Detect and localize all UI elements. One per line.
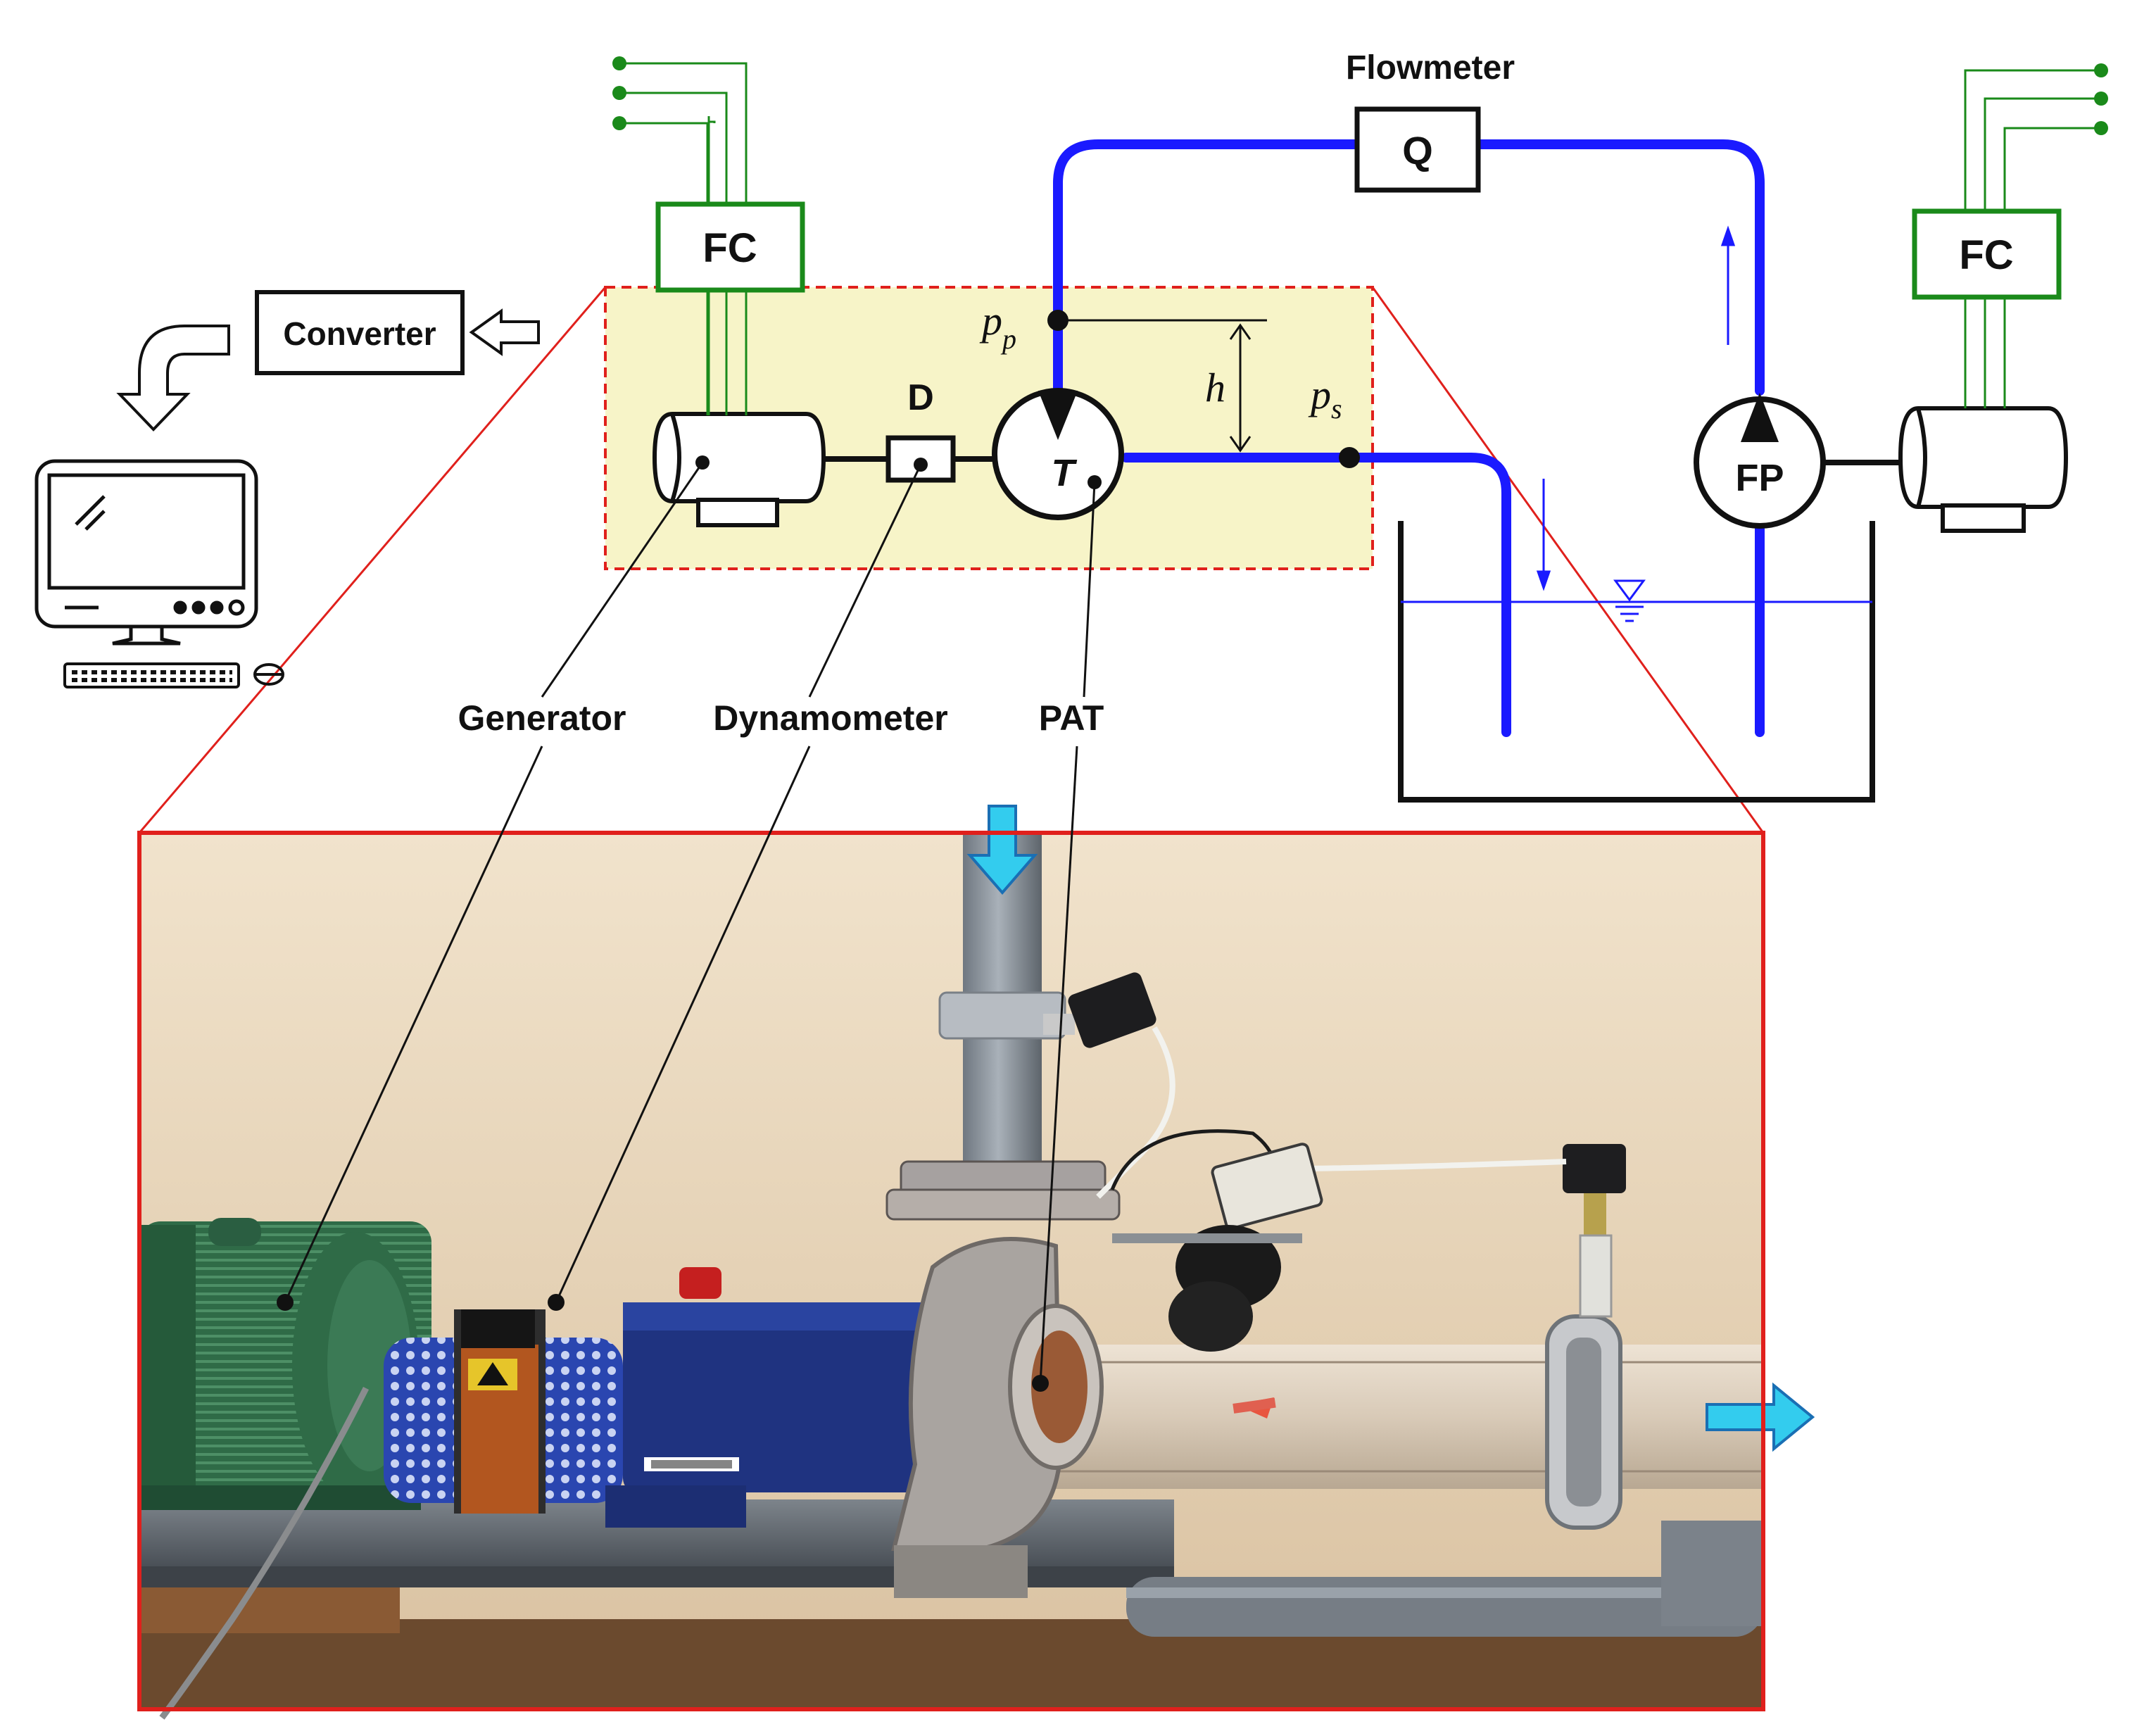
water-surface-symbol — [1613, 579, 1646, 622]
generator-cable — [159, 1386, 370, 1720]
converter-box — [255, 290, 465, 375]
fc-right-wires — [1964, 69, 2098, 408]
fc-left-signal-lines — [707, 116, 716, 415]
generator-symbol — [652, 412, 826, 527]
test-rig-photo — [139, 805, 1815, 1720]
head-label: h — [1205, 365, 1225, 410]
pipe-network — [1053, 139, 1765, 737]
inlet-pressure-sensor — [1043, 972, 1175, 1199]
photo-inlet-flow-arrow — [966, 805, 1038, 895]
feed-pump-triangle — [1741, 393, 1779, 442]
converter-input-arrow — [469, 308, 540, 356]
fc-left-box — [655, 201, 805, 293]
outlet-pressure-sensor — [1287, 1144, 1626, 1318]
mouse-icon — [253, 663, 284, 686]
pat-volute-photo — [891, 1237, 1104, 1598]
turbine-inlet-triangle — [1038, 391, 1078, 440]
photo-frame — [137, 831, 1765, 1711]
flowmeter-box — [1354, 106, 1481, 193]
fc-right-box — [1912, 208, 2062, 300]
pump-motor-photo — [605, 1267, 933, 1528]
fc-right-label: FC — [1959, 232, 2013, 278]
flowmeter-label: Flowmeter — [1346, 49, 1515, 87]
zoom-line-left — [138, 287, 607, 834]
photo-outlet-flow-arrow — [1706, 1382, 1815, 1452]
fc-left-wires — [619, 62, 748, 415]
fc-left-terminals — [612, 56, 626, 130]
leader-lines — [284, 462, 1096, 1384]
head-dimension-arrow — [1229, 323, 1252, 453]
converter-output-arrow — [116, 325, 230, 432]
dynamometer-label: Dynamometer — [713, 698, 947, 738]
turbine-label: T — [1052, 452, 1078, 494]
keyboard-icon — [63, 662, 240, 688]
flow-direction-arrows — [1536, 225, 1736, 591]
zoom-line-right — [1371, 287, 1765, 834]
fc-right-terminals — [2094, 63, 2108, 135]
flowmeter-symbol: Q — [1402, 128, 1433, 172]
leader-dots — [277, 455, 1102, 1392]
water-tank — [1398, 521, 1875, 803]
generator-label: Generator — [458, 698, 626, 738]
feed-pump-label: FP — [1735, 457, 1784, 499]
pressure-tap-outlet — [1339, 447, 1360, 468]
dynamometer-symbol: D — [907, 377, 934, 418]
desktop-computer-icon — [34, 459, 258, 646]
transparent-outlet-pipe — [1056, 1345, 1763, 1489]
pat-label: PAT — [1039, 698, 1104, 738]
pressure-inlet-label: pp — [979, 298, 1016, 355]
feed-pump-motor-symbol — [1898, 406, 2069, 533]
fc-left-label: FC — [702, 225, 757, 271]
dynamometer-photo — [384, 1309, 623, 1514]
pressure-outlet-label: ps — [1308, 372, 1342, 424]
converter-label: Converter — [283, 315, 436, 352]
speed-sensor — [1110, 1129, 1323, 1352]
